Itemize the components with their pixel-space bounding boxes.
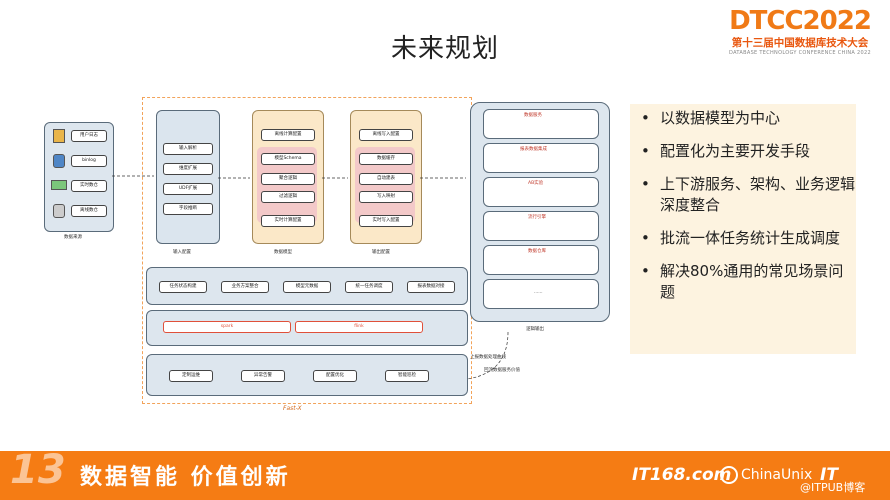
engines-box: spark flink — [146, 310, 468, 346]
bullet-item: •批流一体任务统计生成调度 — [641, 229, 841, 247]
watermark: @ITPUB博客 — [800, 481, 866, 494]
footer-number: 13 — [10, 447, 66, 493]
data-model-item: 模型Schema — [261, 153, 315, 165]
output-config-item: 数据缓存 — [359, 153, 413, 165]
data-model-item: 离线计算配置 — [261, 129, 315, 141]
input-config-caption: 输入配置 — [173, 250, 191, 255]
warehouse-icon — [51, 180, 67, 190]
architecture-diagram: Fast-X 用户日志 binlog 实时数仓 离线数仓 数据来源 输入解析 维… — [38, 92, 618, 422]
output-config-item: 自动建表 — [359, 173, 413, 185]
bullet-text: 批流一体任务统计生成调度 — [660, 229, 841, 247]
footer-bar: 13 数据智能 价值创新 IT168.com ChinaUnix IT @ITP… — [0, 447, 890, 500]
output-config-caption: 输出配置 — [372, 250, 390, 255]
output-config-item: 写入映射 — [359, 191, 413, 203]
output-row-label: 报表数据集成 — [520, 147, 547, 152]
bullet-item: •上下游服务、架构、业务逻辑深度整合 — [641, 175, 856, 214]
source-item: 用户日志 — [71, 130, 107, 142]
ops-item: 智能巡检 — [385, 370, 429, 382]
input-config-item: 维度扩展 — [163, 163, 213, 175]
dtcc-logo: DTCC2022 第十三届中国数据库技术大会 DATABASE TECHNOLO… — [720, 6, 880, 64]
sources-caption: 数据来源 — [64, 235, 82, 240]
output-row: 报表数据集成 — [483, 143, 599, 173]
logo-brand: DTCC2022 — [729, 6, 872, 36]
output-systems-box: 数据服务 报表数据集成 AB实验 流行引擎 数据仓库 ...... — [470, 102, 610, 322]
logo-english: DATABASE TECHNOLOGY CONFERENCE CHINA 202… — [729, 50, 871, 56]
note-label: 回流数据服务价值 — [484, 368, 520, 373]
output-row: 流行引擎 — [483, 211, 599, 241]
output-config-box: 离线写入配置 数据缓存 自动建表 写入映射 实时写入配置 — [350, 110, 422, 244]
output-row: 数据仓库 — [483, 245, 599, 275]
source-item: binlog — [71, 155, 107, 167]
engine-spark: spark — [163, 321, 291, 333]
note-label: 上报数据处理曲线 — [470, 355, 506, 360]
input-config-item: 输入解析 — [163, 143, 213, 155]
footer-slogan: 数据智能 价值创新 — [80, 465, 291, 490]
storage-icon — [53, 204, 65, 218]
bullet-text: 配置化为主要开发手段 — [660, 142, 811, 160]
bullet-item: •解决80%通用的常见场景问题 — [641, 262, 844, 301]
output-systems-caption: 逻辑输出 — [526, 327, 544, 332]
database-icon — [53, 154, 65, 168]
bullet-item: •配置化为主要开发手段 — [641, 142, 811, 160]
feature-item: 业务方案整合 — [221, 281, 269, 293]
input-config-item: 字段推断 — [163, 203, 213, 215]
source-item: 实时数仓 — [71, 180, 107, 192]
feature-item: 任务状态构建 — [159, 281, 207, 293]
data-model-box: 离线计算配置 模型Schema 聚合逻辑 过滤逻辑 实时计算配置 — [252, 110, 324, 244]
bullet-panel: •以数据模型为中心 •配置化为主要开发手段 •上下游服务、架构、业务逻辑深度整合… — [630, 104, 856, 354]
source-item: 离线数仓 — [71, 205, 107, 217]
output-config-item: 离线写入配置 — [359, 129, 413, 141]
bullet-text: 上下游服务、架构、业务逻辑深度整合 — [660, 175, 856, 214]
partner-logo-it168: IT168.com — [632, 465, 732, 485]
bullet-text: 解决80%通用的常见场景问题 — [660, 262, 844, 301]
ops-box: 定制运维 异常告警 配置优化 智能巡检 — [146, 354, 468, 396]
output-row-label: 流行引擎 — [528, 215, 546, 220]
slide-title: 未来规划 — [390, 34, 499, 64]
feature-item: 模型元数据 — [283, 281, 331, 293]
data-model-caption: 数据模型 — [274, 250, 292, 255]
output-config-item: 实时写入配置 — [359, 215, 413, 227]
logo-subtitle: 第十三届中国数据库技术大会 — [731, 37, 869, 49]
input-config-item: UDF扩展 — [163, 183, 213, 195]
bullet-item: •以数据模型为中心 — [641, 109, 781, 127]
bullet-text: 以数据模型为中心 — [660, 109, 781, 127]
output-row: ...... — [483, 279, 599, 309]
file-icon — [53, 129, 65, 143]
data-model-item: 聚合逻辑 — [261, 173, 315, 185]
ops-item: 配置优化 — [313, 370, 357, 382]
ops-item: 定制运维 — [169, 370, 213, 382]
partner-logo-it: IT — [820, 465, 838, 485]
output-row-label: 数据仓库 — [528, 249, 546, 254]
output-row-label: AB实验 — [528, 181, 544, 186]
output-row: 数据服务 — [483, 109, 599, 139]
partner-logo-chinaunix: ChinaUnix — [720, 466, 812, 484]
output-row-label: ...... — [534, 290, 543, 295]
features-box: 任务状态构建 业务方案整合 模型元数据 统一任务调度 报表数据对接 — [146, 267, 468, 305]
ops-item: 异常告警 — [241, 370, 285, 382]
chinaunix-icon — [720, 466, 738, 484]
sources-box: 用户日志 binlog 实时数仓 离线数仓 — [44, 122, 114, 232]
data-model-item: 过滤逻辑 — [261, 191, 315, 203]
feature-item: 统一任务调度 — [345, 281, 393, 293]
flow-arrows — [112, 175, 509, 381]
engine-flink: flink — [295, 321, 423, 333]
data-model-item: 实时计算配置 — [261, 215, 315, 227]
output-row-label: 数据服务 — [524, 113, 542, 118]
input-config-box: 输入解析 维度扩展 UDF扩展 字段推断 — [156, 110, 220, 244]
fast-x-label: Fast-X — [283, 405, 302, 412]
feature-item: 报表数据对接 — [407, 281, 455, 293]
output-row: AB实验 — [483, 177, 599, 207]
